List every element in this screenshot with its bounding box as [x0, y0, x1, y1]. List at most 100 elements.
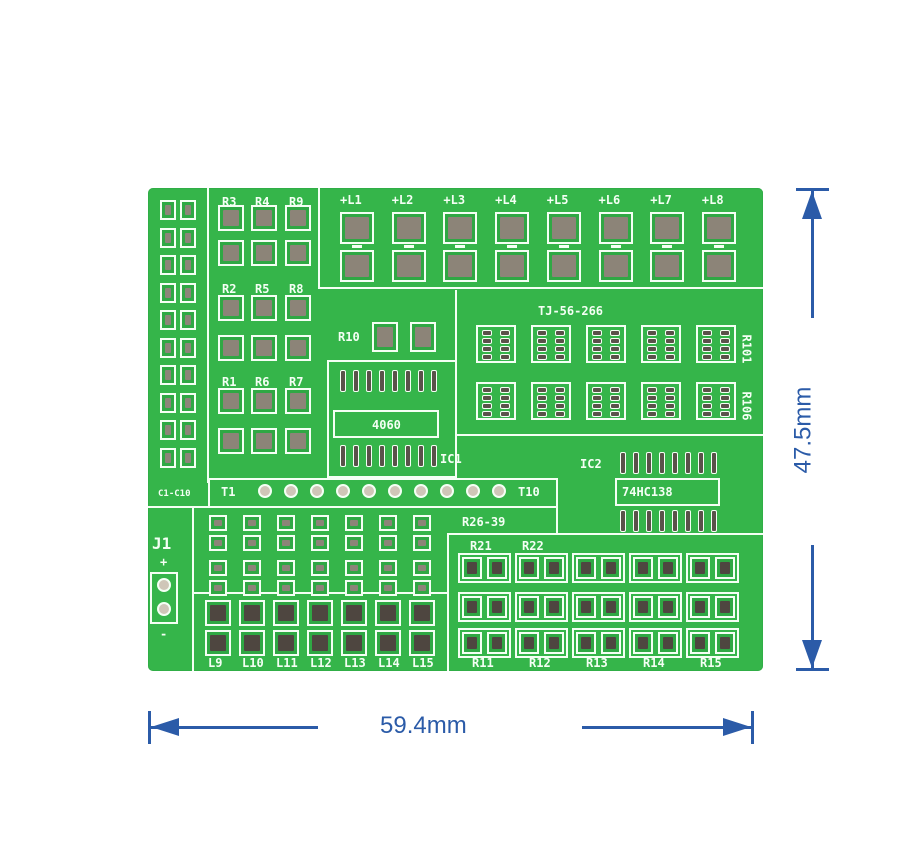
- solder-pad-fill: [551, 255, 576, 277]
- resistor-pad: [311, 580, 329, 596]
- resistor-network-pin: [610, 387, 620, 393]
- capacitor-pad: [160, 392, 176, 413]
- resistor-pad: [209, 515, 227, 531]
- solder-pad-fill: [185, 342, 191, 353]
- solder-pad-fill: [256, 210, 272, 226]
- r10-pad: [372, 322, 398, 352]
- resistor-network-pin: [610, 354, 620, 360]
- solder-pad-fill: [467, 637, 477, 649]
- led-label: L12: [310, 656, 332, 670]
- resistor-network-pin: [537, 330, 547, 336]
- solder-pad-fill: [350, 520, 358, 526]
- led-pad: [409, 630, 435, 656]
- ic1-pin: [340, 370, 346, 392]
- resistor-network-pin: [720, 387, 730, 393]
- solder-pad-fill: [165, 425, 171, 435]
- r22-label: R22: [522, 539, 544, 553]
- led-label: +L1: [340, 193, 362, 207]
- resistor-outline: [515, 628, 568, 658]
- resistor-label: R5: [255, 282, 270, 296]
- j1-pin-hole: [157, 602, 171, 616]
- resistor-network: [586, 325, 626, 363]
- silkscreen-line: [447, 533, 449, 671]
- resistor-network: [531, 382, 571, 420]
- resistor-network-pin: [610, 338, 620, 344]
- resistor-pad: [462, 557, 482, 579]
- ic2-chip-label: 74HC138: [622, 485, 673, 499]
- solder-pad-fill: [384, 540, 392, 546]
- solder-pad-fill: [384, 520, 392, 526]
- ic1-pin: [405, 370, 411, 392]
- resistor-network-pin: [592, 411, 602, 417]
- resistor-outline: [458, 553, 511, 583]
- ic1-pin: [431, 445, 437, 467]
- solder-pad-fill: [638, 562, 648, 574]
- resistor-pad: [519, 557, 539, 579]
- resistor-network: [641, 325, 681, 363]
- led-pad: [341, 600, 367, 626]
- resistor-pad: [576, 557, 596, 579]
- resistor-network-pin: [500, 395, 510, 401]
- solder-pad-fill: [312, 635, 328, 651]
- solder-pad-fill: [282, 520, 290, 526]
- solder-pad-fill: [720, 637, 730, 649]
- resistor-label: R1: [222, 375, 237, 389]
- led-pad: [495, 212, 530, 244]
- resistor-network-pin: [610, 403, 620, 409]
- resistor-pad: [218, 388, 244, 414]
- led-pad: [598, 250, 633, 282]
- led-label: +L8: [701, 193, 724, 207]
- silkscreen-line: [318, 287, 763, 289]
- led-polarity-mark: [455, 245, 466, 248]
- solder-pad-fill: [500, 255, 525, 277]
- resistor-pad: [345, 580, 363, 596]
- resistor-pad: [218, 295, 244, 321]
- led-pad: [546, 212, 581, 244]
- resistor-network-pin: [720, 411, 730, 417]
- resistor-label: R11: [472, 656, 494, 670]
- capacitor-pad: [180, 227, 196, 248]
- solder-pad-fill: [185, 425, 191, 435]
- resistor-pad: [658, 557, 678, 579]
- ic1-pin: [379, 445, 385, 467]
- resistor-outline: [515, 553, 568, 583]
- solder-pad-fill: [524, 562, 534, 574]
- transistor-hole: [414, 484, 428, 498]
- solder-pad-fill: [316, 585, 324, 591]
- ic1-pin: [418, 445, 424, 467]
- ic2-pin: [633, 452, 639, 474]
- led-label: +L6: [598, 193, 621, 207]
- resistor-pad: [285, 205, 311, 231]
- resistor-pad: [285, 335, 311, 361]
- resistor-network-pin: [647, 395, 657, 401]
- resistor-outline: [572, 592, 625, 622]
- capacitor-pad: [180, 392, 196, 413]
- resistor-network: [696, 382, 736, 420]
- capacitor-pad: [160, 337, 176, 358]
- resistor-network-pin: [702, 387, 712, 393]
- led-polarity-mark: [352, 245, 362, 248]
- solder-pad-fill: [377, 327, 393, 347]
- ic1-label: IC1: [440, 452, 462, 466]
- led-pad: [273, 600, 299, 626]
- resistor-pad: [462, 596, 482, 618]
- ic1-pin: [405, 445, 411, 467]
- resistor-pad: [243, 560, 261, 576]
- silkscreen-line: [447, 533, 763, 535]
- resistor-pad: [576, 596, 596, 618]
- resistor-network-pin: [555, 387, 565, 393]
- arrow-right-icon: [723, 718, 751, 736]
- solder-pad-fill: [248, 565, 256, 571]
- resistor-pad: [277, 560, 295, 576]
- silkscreen-line: [207, 188, 209, 483]
- resistor-pad: [487, 557, 507, 579]
- resistor-network-pin: [555, 411, 565, 417]
- solder-pad-fill: [551, 217, 576, 239]
- led-pad: [205, 630, 231, 656]
- capacitor-pad: [180, 255, 196, 275]
- solder-pad-fill: [606, 562, 616, 574]
- t10-label: T10: [518, 485, 540, 499]
- resistor-network-pin: [702, 403, 712, 409]
- led-polarity-mark: [713, 245, 724, 248]
- capacitor-pad: [180, 337, 196, 358]
